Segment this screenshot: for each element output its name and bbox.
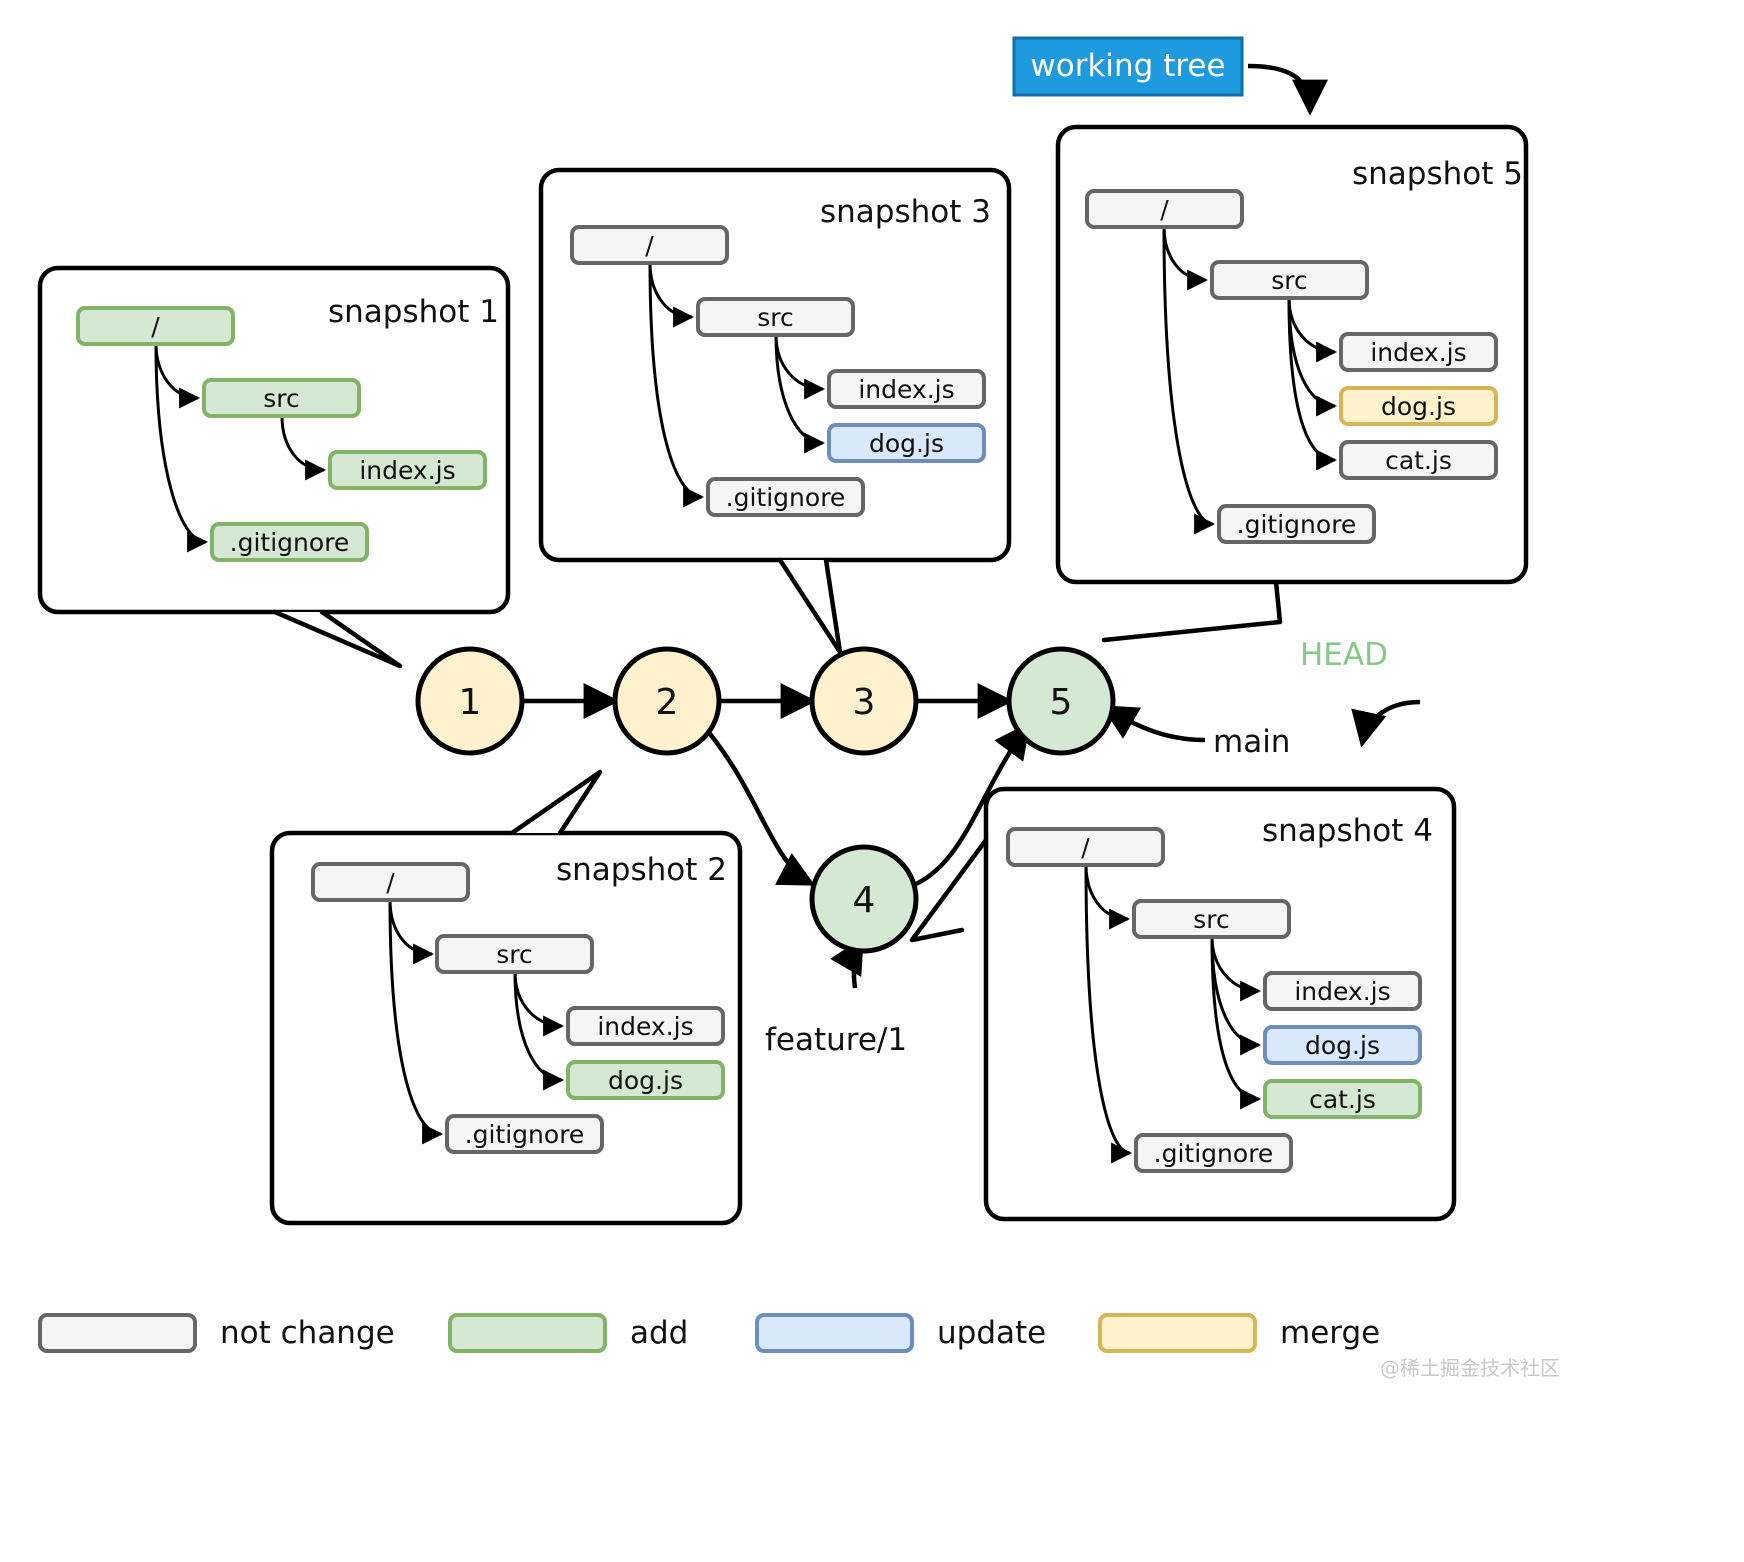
tree-node[interactable]: .gitignore	[706, 477, 865, 517]
tree-node-label: .gitignore	[230, 528, 350, 557]
tree-node[interactable]: .gitignore	[210, 522, 369, 562]
tree-node[interactable]: src	[435, 934, 594, 974]
tail-snapshot-3	[777, 557, 843, 655]
tree-node-label: index.js	[359, 456, 455, 485]
tree-node-label: cat.js	[1309, 1085, 1376, 1114]
feature-label: feature/1	[765, 1022, 907, 1058]
commit-label: 5	[1050, 682, 1073, 723]
tree-node[interactable]: index.js	[328, 450, 487, 490]
tree-node[interactable]: cat.js	[1339, 440, 1498, 480]
tree-node[interactable]: dog.js	[566, 1060, 725, 1100]
tree-node[interactable]: dog.js	[1263, 1025, 1422, 1065]
tail-snapshot-1	[272, 609, 403, 669]
tree-node[interactable]: cat.js	[1263, 1079, 1422, 1119]
tree-node[interactable]: src	[202, 378, 361, 418]
tree-node[interactable]: /	[311, 862, 470, 902]
tree-node[interactable]: src	[1132, 899, 1291, 939]
tree-node[interactable]: index.js	[566, 1006, 725, 1046]
tail-snapshot-2	[509, 769, 603, 836]
tree-node[interactable]: src	[1210, 260, 1369, 300]
tree-node-label: index.js	[1370, 338, 1466, 367]
tree-node-label: .gitignore	[1154, 1139, 1274, 1168]
legend-item-merge: merge	[1098, 1313, 1380, 1353]
commit-edges	[508, 683, 1031, 887]
tree-node[interactable]: /	[570, 225, 729, 265]
legend-label: update	[937, 1315, 1046, 1351]
main-pointer	[1100, 705, 1206, 743]
commit-nodes: 1 2 3 5 4	[415, 646, 1116, 954]
tree-node-label: /	[1081, 833, 1090, 862]
commit-node-2[interactable]: 2	[612, 646, 722, 756]
tree-node-label: /	[645, 231, 654, 260]
snapshot-title: snapshot 5	[1352, 156, 1523, 192]
legend-label: add	[630, 1315, 688, 1351]
tree-node[interactable]: index.js	[1263, 971, 1422, 1011]
tree-node[interactable]: /	[1085, 189, 1244, 229]
tree-node-label: src	[757, 303, 794, 332]
main-label: main	[1213, 724, 1290, 760]
tree-node-label: /	[1160, 195, 1169, 224]
head-pointer	[1351, 699, 1421, 748]
tree-node[interactable]: index.js	[1339, 332, 1498, 372]
tree-node-label: index.js	[858, 375, 954, 404]
tree-node[interactable]: .gitignore	[1217, 504, 1376, 544]
tree-node-label: src	[263, 384, 300, 413]
tree-node-label: src	[496, 940, 533, 969]
snapshot-title: snapshot 4	[1262, 813, 1433, 849]
edge-4-5	[915, 722, 1031, 887]
tree-node-label: .gitignore	[726, 483, 846, 512]
tree-node-label: dog.js	[608, 1066, 683, 1095]
tree-node-label: dog.js	[1381, 392, 1456, 421]
edge-2-4	[698, 720, 816, 886]
snapshot-title: snapshot 1	[328, 294, 499, 330]
commit-label: 4	[853, 880, 876, 921]
working-tree-pointer	[1247, 63, 1328, 116]
tree-node-label: dog.js	[869, 429, 944, 458]
working-tree-badge[interactable]: working tree	[1012, 36, 1244, 97]
tree-node[interactable]: .gitignore	[1134, 1133, 1293, 1173]
tree-edges	[154, 226, 1338, 1164]
tree-node-label: /	[386, 868, 395, 897]
commit-node-4[interactable]: 4	[809, 844, 919, 954]
tree-node[interactable]: /	[1006, 827, 1165, 867]
head-label: HEAD	[1300, 637, 1388, 673]
tree-node[interactable]: dog.js	[827, 423, 986, 463]
tree-node[interactable]: /	[76, 306, 235, 346]
tree-node-label: .gitignore	[1237, 510, 1357, 539]
commit-node-3[interactable]: 3	[809, 646, 919, 756]
working-tree-label: working tree	[1030, 48, 1225, 84]
tree-node-label: dog.js	[1305, 1031, 1380, 1060]
commit-node-5[interactable]: 5	[1006, 646, 1116, 756]
tree-node[interactable]: dog.js	[1339, 386, 1498, 426]
callout-tails	[272, 557, 1283, 943]
legend-item-update: update	[755, 1313, 1046, 1353]
tree-node[interactable]: .gitignore	[445, 1114, 604, 1154]
tree-node[interactable]: index.js	[827, 369, 986, 409]
snapshot-titles: snapshot 1 snapshot 3 snapshot 5 snapshot 2…	[328, 156, 1523, 888]
tail-snapshot-5	[1101, 579, 1283, 643]
legend-label: merge	[1280, 1315, 1380, 1351]
legend-item-not_change: not change	[38, 1313, 395, 1353]
commit-label: 1	[459, 682, 482, 723]
legend: not change add update merge	[38, 1313, 1380, 1353]
legend-label: not change	[220, 1315, 395, 1351]
watermark: @稀土掘金技术社区	[1380, 1356, 1560, 1380]
tree-node[interactable]: src	[696, 297, 855, 337]
tree-node-label: cat.js	[1385, 446, 1452, 475]
tree-node-label: src	[1271, 266, 1308, 295]
tail-snapshot-4	[909, 837, 989, 943]
snapshot-title: snapshot 3	[820, 194, 991, 230]
legend-item-add: add	[448, 1313, 688, 1353]
commit-node-1[interactable]: 1	[415, 646, 525, 756]
tree-node-label: src	[1193, 905, 1230, 934]
tree-node-label: index.js	[597, 1012, 693, 1041]
commit-label: 2	[656, 682, 679, 723]
tree-node-label: index.js	[1294, 977, 1390, 1006]
tree-node-label: /	[151, 312, 160, 341]
snapshot-title: snapshot 2	[556, 852, 727, 888]
tree-nodes: / src index.js .gitignore / src index.js dog.js…	[76, 189, 1498, 1173]
tree-node-label: .gitignore	[465, 1120, 585, 1149]
commit-label: 3	[853, 682, 876, 723]
